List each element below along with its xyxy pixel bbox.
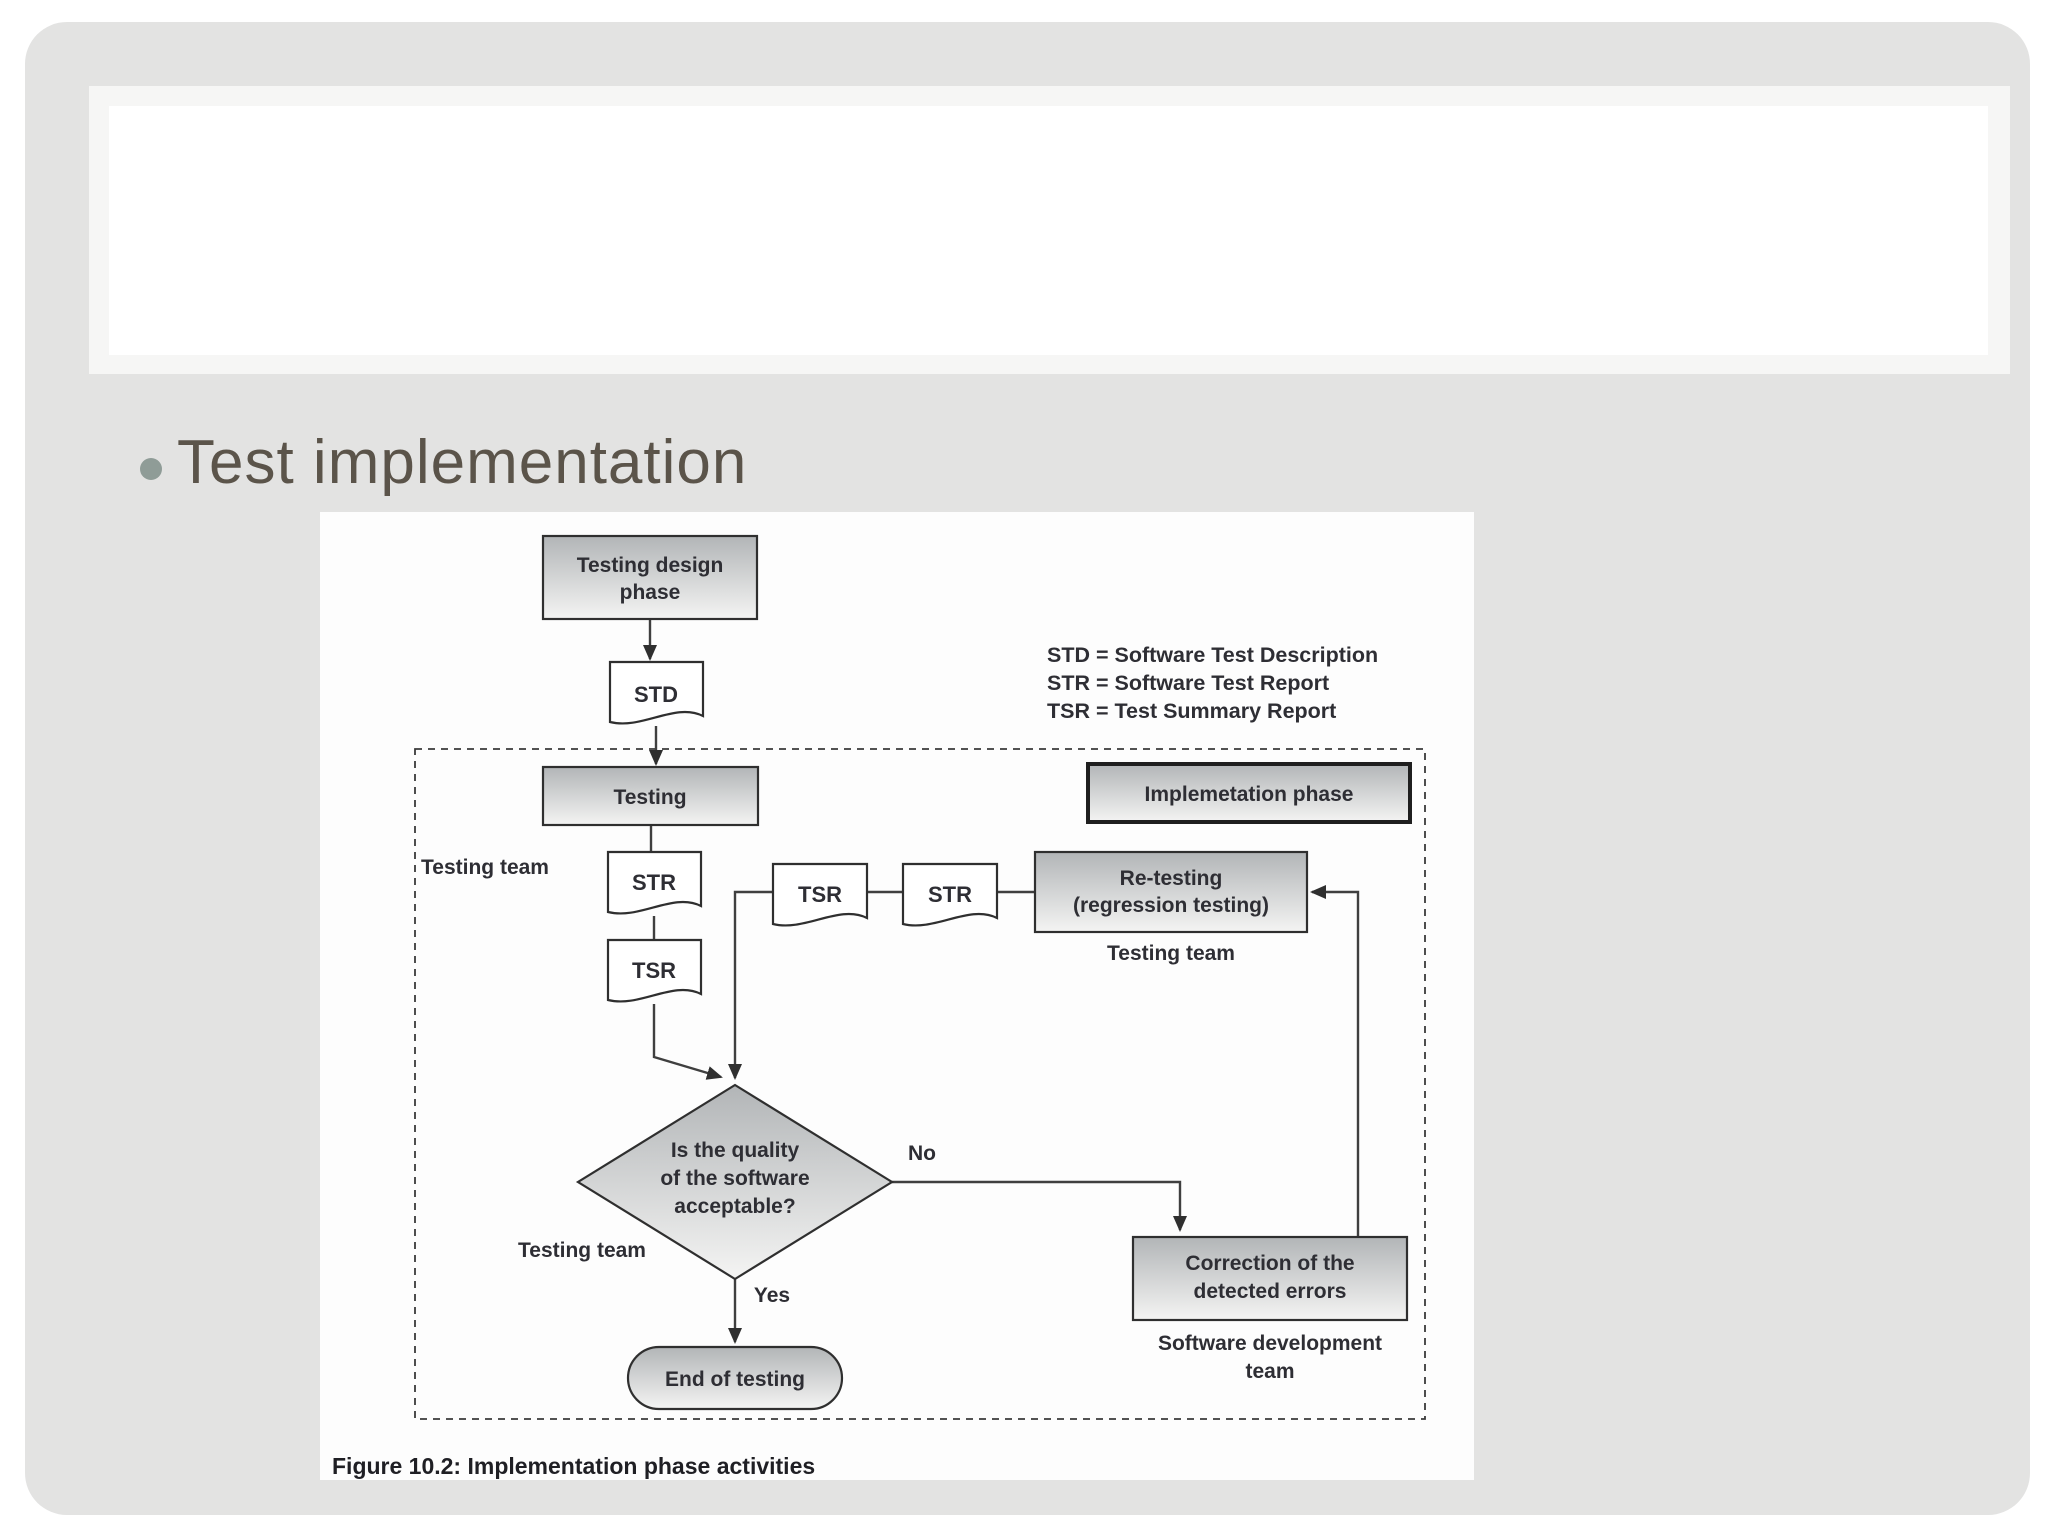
figure-caption: Figure 10.2: Implementation phase activi… [332,1453,815,1479]
node-end-of-testing [626,1345,844,1411]
doc-tsr-1 [606,938,703,1003]
std-doc-label: STD [634,682,678,707]
no-branch-label: No [908,1142,936,1165]
decision-label-line3: acceptable? [674,1195,795,1218]
decision-label-line1: Is the quality [671,1139,800,1162]
decision-label-line2: of the software [660,1167,809,1190]
testing-team-label-3: Testing team [518,1239,646,1262]
end-of-testing-label: End of testing [665,1368,805,1391]
title-placeholder-inner [109,106,1988,355]
flow-connectors [643,619,1360,1344]
doc-str-2 [901,862,999,927]
node-testing [541,765,760,827]
testing-team-label-2: Testing team [1107,942,1235,965]
arrow-no-to-correction [892,1180,1187,1232]
arrow-correction-to-retesting [1310,885,1360,1237]
legend-str: STR = Software Test Report [1047,671,1329,695]
phase-title-box [1086,762,1412,824]
arrow-tsr2-to-decision [728,890,773,1080]
testing-team-label-1: Testing team [421,856,549,879]
node-testing-design-phase [541,534,759,621]
doc-tsr-2 [771,862,869,927]
correction-label-line1: Correction of the [1185,1252,1354,1275]
phase-boundary-dashed-rect [414,748,1426,1420]
figure-panel: Testing design phase STD Testing STR TSR… [320,512,1474,1480]
testing-design-label-line2: phase [620,581,681,604]
retesting-label-line2: (regression testing) [1073,894,1269,917]
node-decision-diamond [575,1083,895,1281]
dev-team-label-line2: team [1245,1360,1294,1383]
dev-team-label-line1: Software development [1158,1332,1382,1355]
legend-tsr: TSR = Test Summary Report [1047,699,1336,723]
correction-label-line2: detected errors [1194,1280,1347,1303]
slide-bullet-title: Test implementation [177,428,748,497]
slide-background: Test implementation [25,22,2030,1515]
doc-std [608,660,705,725]
testing-label: Testing [613,786,686,809]
testing-design-label-line1: Testing design [577,554,724,577]
retesting-label-line1: Re-testing [1120,867,1223,890]
tsr-doc1-label: TSR [632,958,676,983]
str-doc1-label: STR [632,870,676,895]
str-doc2-label: STR [928,882,972,907]
phase-title-label: Implemetation phase [1145,783,1354,806]
legend-std: STD = Software Test Description [1047,643,1378,667]
yes-branch-label: Yes [754,1284,790,1307]
arrow-tsr-to-decision [652,1004,723,1080]
bullet-dot [140,458,162,480]
doc-str-1 [606,850,703,915]
node-retesting [1033,850,1309,934]
tsr-doc2-label: TSR [798,882,842,907]
node-correction [1131,1235,1409,1322]
title-placeholder [89,86,2010,374]
flowchart-svg: Testing design phase STD Testing STR TSR… [332,534,1426,1479]
